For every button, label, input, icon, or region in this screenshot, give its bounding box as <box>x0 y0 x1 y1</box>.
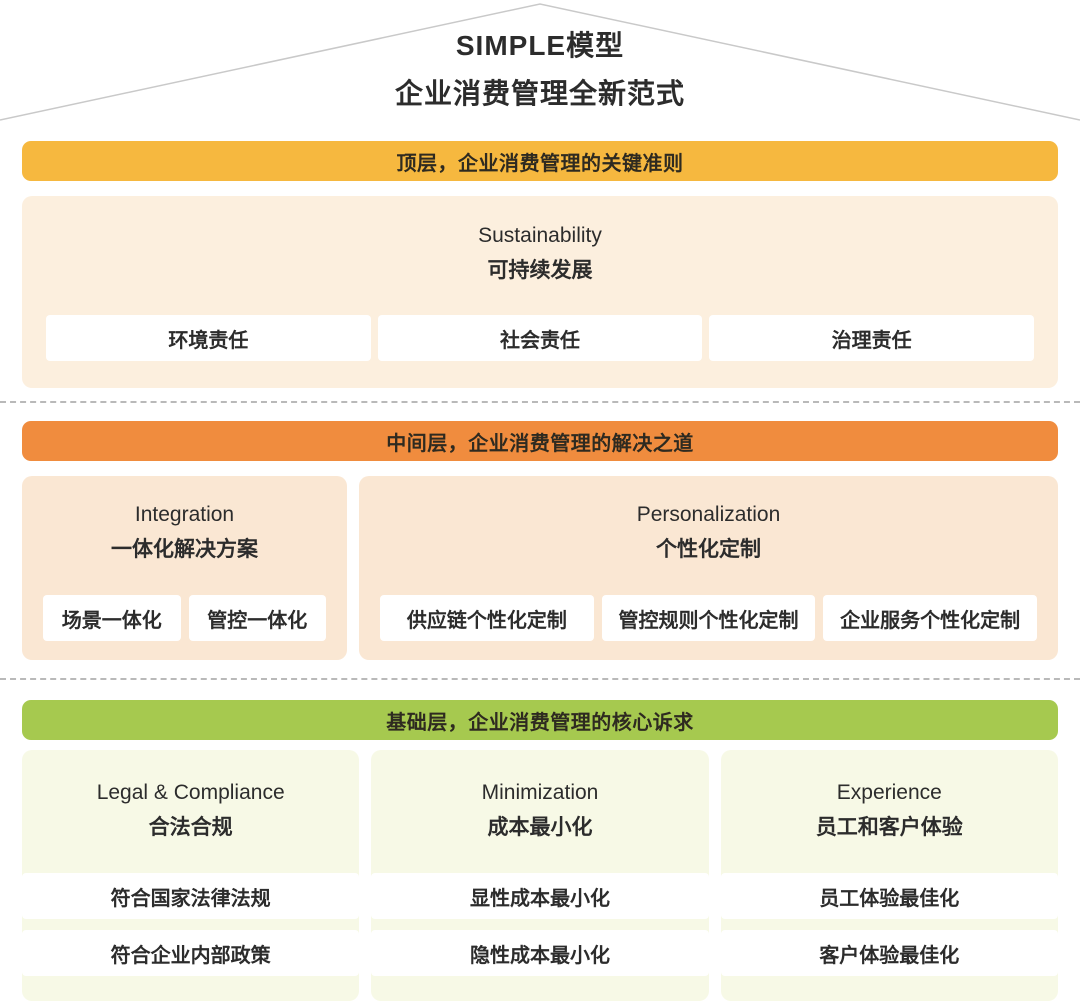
personalization-items: 供应链个性化定制 管控规则个性化定制 企业服务个性化定制 <box>359 595 1058 641</box>
minimization-title-en: Minimization <box>481 781 599 804</box>
roof-outline-icon <box>0 3 1080 121</box>
dashed-divider-2 <box>0 678 1080 680</box>
integration-title-zh: 一体化解决方案 <box>111 538 258 561</box>
item-governance-responsibility: 治理责任 <box>709 315 1035 361</box>
experience-title-en: Experience <box>836 781 942 804</box>
sustainability-title-zh: 可持续发展 <box>487 259 593 282</box>
item-employee-experience: 员工体验最佳化 <box>720 873 1058 919</box>
item-scene-integration: 场景一体化 <box>43 595 181 641</box>
item-enterprise-service-personalization: 企业服务个性化定制 <box>823 595 1038 641</box>
middle-layer-panels: Integration 一体化解决方案 场景一体化 管控一体化 Personal… <box>22 476 1058 660</box>
dashed-divider-1 <box>0 401 1080 403</box>
item-explicit-cost-minimization: 显性成本最小化 <box>371 873 709 919</box>
item-national-laws: 符合国家法律法规 <box>22 873 360 919</box>
legal-compliance-title-zh: 合法合规 <box>148 816 233 839</box>
personalization-title-en: Personalization <box>636 503 781 526</box>
legal-compliance-items: 符合国家法律法规 符合企业内部政策 <box>22 873 360 976</box>
top-layer-band: 顶层，企业消费管理的关键准则 <box>22 141 1058 181</box>
sustainability-items: 环境责任 社会责任 治理责任 <box>22 315 1058 361</box>
item-internal-policies: 符合企业内部政策 <box>22 930 360 976</box>
base-layer-panels: Legal & Compliance 合法合规 符合国家法律法规 符合企业内部政… <box>22 750 1058 1001</box>
integration-title-en: Integration <box>134 503 235 526</box>
middle-layer-band: 中间层，企业消费管理的解决之道 <box>22 421 1058 461</box>
minimization-panel: Minimization 成本最小化 显性成本最小化 隐性成本最小化 <box>371 750 709 1001</box>
diagram-content: 顶层，企业消费管理的关键准则 Sustainability 可持续发展 环境责任… <box>0 141 1080 1001</box>
legal-compliance-panel: Legal & Compliance 合法合规 符合国家法律法规 符合企业内部政… <box>22 750 360 1001</box>
item-environment-responsibility: 环境责任 <box>46 315 371 361</box>
experience-title-zh: 员工和客户体验 <box>815 816 963 839</box>
minimization-title-zh: 成本最小化 <box>487 816 593 839</box>
item-social-responsibility: 社会责任 <box>377 315 703 361</box>
personalization-title-zh: 个性化定制 <box>656 538 761 561</box>
integration-items: 场景一体化 管控一体化 <box>22 595 347 641</box>
roof-titles: SIMPLE模型 企业消费管理全新范式 <box>0 0 1080 110</box>
integration-panel: Integration 一体化解决方案 场景一体化 管控一体化 <box>22 476 347 660</box>
personalization-panel: Personalization 个性化定制 供应链个性化定制 管控规则个性化定制… <box>359 476 1058 660</box>
base-layer-band: 基础层，企业消费管理的核心诉求 <box>22 700 1058 740</box>
item-control-integration: 管控一体化 <box>188 595 326 641</box>
item-supply-chain-personalization: 供应链个性化定制 <box>380 595 594 641</box>
legal-compliance-title-en: Legal & Compliance <box>96 781 285 804</box>
item-customer-experience: 客户体验最佳化 <box>720 930 1058 976</box>
minimization-items: 显性成本最小化 隐性成本最小化 <box>371 873 709 976</box>
model-subtitle: 企业消费管理全新范式 <box>394 77 685 109</box>
model-title: SIMPLE模型 <box>455 30 625 61</box>
experience-items: 员工体验最佳化 客户体验最佳化 <box>720 873 1058 976</box>
item-implicit-cost-minimization: 隐性成本最小化 <box>371 930 709 976</box>
sustainability-title-en: Sustainability <box>478 224 602 247</box>
roof-section: SIMPLE模型 企业消费管理全新范式 <box>0 0 1080 130</box>
experience-panel: Experience 员工和客户体验 员工体验最佳化 客户体验最佳化 <box>720 750 1058 1001</box>
item-control-rules-personalization: 管控规则个性化定制 <box>601 595 816 641</box>
sustainability-panel: Sustainability 可持续发展 环境责任 社会责任 治理责任 <box>22 196 1058 388</box>
